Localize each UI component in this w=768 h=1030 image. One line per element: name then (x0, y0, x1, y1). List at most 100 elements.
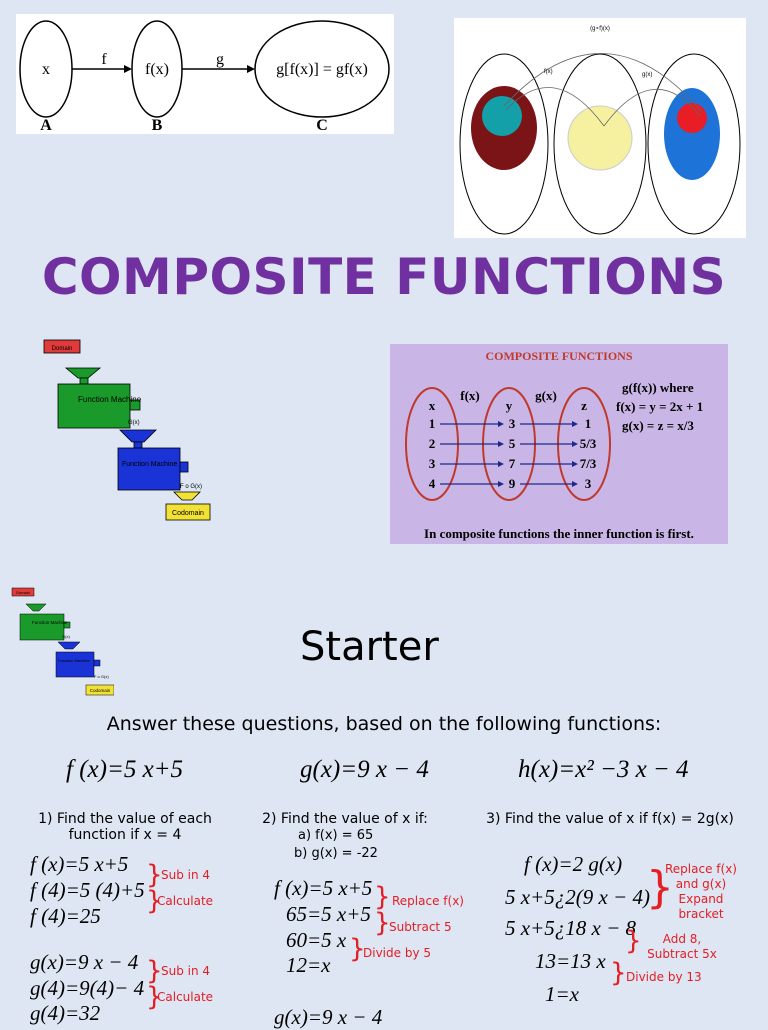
abc-diagram-svg: x f f(x) g g[f(x)] = gf(x) A B C (19, 20, 390, 134)
q3-heading: 3) Find the value of x if f(x) = 2g(x) (486, 811, 734, 827)
col-y: y (506, 398, 513, 413)
venn-fx-label: f(x) (544, 69, 553, 75)
function-h: h(x)=x² −3 x − 4 (518, 756, 689, 783)
q2-note-1: Replace f(x) (392, 894, 464, 908)
q2-part-a: a) f(x) = 65 (298, 828, 374, 843)
machine-fgx: F o G(x) (180, 484, 202, 490)
teal-set (482, 96, 522, 136)
q1-f-line-1: f (x)=5 x+5 (30, 852, 129, 876)
abc-a: A (40, 117, 52, 134)
venn-diagram-svg: (g∘f)(x) f(x) g(x) (459, 26, 741, 235)
q3-line-5: 1=x (545, 982, 579, 1006)
q1-f-brace-2: } (146, 886, 163, 916)
q1-g-line-1: g(x)=9 x − 4 (30, 950, 139, 974)
q2-line-4: 12=x (286, 953, 331, 977)
arc-g (603, 89, 701, 127)
map-fx: f(x) (460, 388, 480, 403)
map-z-2: 7/3 (580, 456, 597, 471)
q2-brace-1: } (374, 882, 391, 912)
map-gx: g(x) (535, 388, 557, 403)
small-machine-fgx: F o G(x) (94, 674, 109, 679)
q1-g-line-3: g(4)=32 (30, 1001, 101, 1025)
q1-g-brace-2: } (146, 982, 163, 1012)
q2-b-line: g(x)=9 x − 4 (274, 1005, 383, 1029)
map-x-0: 1 (429, 416, 436, 431)
codomain-ellipse (647, 53, 741, 235)
rule-3: g(x) = z = x/3 (622, 418, 694, 433)
col-z: z (581, 398, 587, 413)
venn-top-label: (g∘f)(x) (590, 26, 610, 32)
map-z-3: 3 (585, 476, 592, 491)
machine-label-2: Function Machine (122, 461, 177, 468)
small-machine-domain: Domain (16, 590, 30, 595)
venn-diagram: (g∘f)(x) f(x) g(x) (454, 18, 746, 238)
q1-f-note-2: Calculate (157, 894, 214, 908)
q3-line-3: 5 x+5¿18 x − 8 (505, 916, 636, 940)
starter-heading: Starter (300, 624, 439, 670)
map-x-1: 2 (429, 436, 436, 451)
yellow-set (567, 105, 633, 171)
q1-f-note-1: Sub in 4 (161, 868, 211, 882)
small-machine-gx: G(x) (62, 634, 70, 639)
composite-functions-panel: COMPOSITE FUNCTIONS x y z f(x) g(x) 1 3 1 2… (390, 344, 728, 544)
q3-brace-1: } (646, 862, 674, 913)
function-machine-large: Domain Function Machine G(x) Function Ma… (40, 338, 220, 524)
q3-line-4: 13=13 x (535, 949, 606, 973)
map-y-1: 5 (509, 436, 516, 451)
machine-domain: Domain (52, 346, 73, 352)
venn-gx-label: g(x) (642, 72, 652, 78)
small-machine-codomain: Codomain (90, 688, 111, 693)
q3-brace-3: } (610, 958, 627, 988)
q2-brace-3: } (349, 934, 366, 964)
abc-f: f (101, 51, 107, 68)
map-y-2: 7 (509, 456, 516, 471)
cf-footer: In composite functions the inner functio… (424, 526, 694, 541)
q3-note-3: Divide by 13 (626, 970, 702, 984)
map-arrowhead-g-0 (572, 421, 578, 427)
function-f: f (x)=5 x+5 (66, 756, 184, 783)
map-z-0: 1 (585, 416, 592, 431)
arc-f (505, 87, 605, 127)
arc-gf (503, 53, 703, 113)
blue-set (664, 88, 720, 180)
q1-f-line-2: f (4)=5 (4)+5 (30, 878, 145, 902)
abc-c: C (316, 117, 328, 134)
map-y-3: 9 (509, 476, 516, 491)
small-machine-label-1: Function Machine (32, 620, 68, 625)
abc-gfx: g[f(x)] = gf(x) (276, 61, 368, 78)
q3-line-1: f (x)=2 g(x) (524, 852, 623, 876)
abc-g: g (216, 51, 224, 68)
cf-panel-title: COMPOSITE FUNCTIONS (485, 349, 633, 363)
q2-line-3: 60=5 x (286, 928, 347, 952)
machine-gx: G(x) (128, 420, 140, 426)
col-x: x (429, 398, 436, 413)
abc-x: x (42, 61, 50, 78)
q2-note-2: Subtract 5 (389, 920, 452, 934)
q2-line-2: 65=5 x+5 (286, 902, 371, 926)
q3-brace-2: } (625, 926, 642, 956)
q1-g-note-2: Calculate (157, 990, 214, 1004)
q3-note-1: Replace f(x) and g(x) Expand bracket (665, 862, 737, 921)
abc-b: B (152, 117, 163, 134)
function-machine-small: Domain Function Machine G(x) Function Ma… (10, 586, 115, 702)
map-x-2: 3 (429, 456, 436, 471)
machine-codomain: Codomain (172, 510, 204, 517)
q2-brace-2: } (374, 908, 391, 938)
q1-f-line-3: f (4)=25 (30, 904, 101, 928)
map-x-3: 4 (429, 476, 436, 491)
map-arrowhead-g-3 (572, 481, 578, 487)
middle-ellipse (553, 53, 647, 235)
map-y-0: 3 (509, 416, 516, 431)
abc-diagram: x f f(x) g g[f(x)] = gf(x) A B C (16, 14, 394, 134)
map-arrowhead-f-0 (498, 421, 504, 427)
q2-heading: 2) Find the value of x if: (262, 811, 428, 827)
map-arrowhead-f-3 (498, 481, 504, 487)
q2-line-1: f (x)=5 x+5 (274, 876, 373, 900)
q1-g-brace-1: } (146, 956, 163, 986)
machine-label-1: Function Machine (78, 395, 142, 404)
small-machine-label-2: Function Machine (58, 658, 90, 663)
q3-line-2: 5 x+5¿2(9 x − 4) (505, 885, 650, 909)
q2-part-b: b) g(x) = -22 (294, 846, 378, 861)
